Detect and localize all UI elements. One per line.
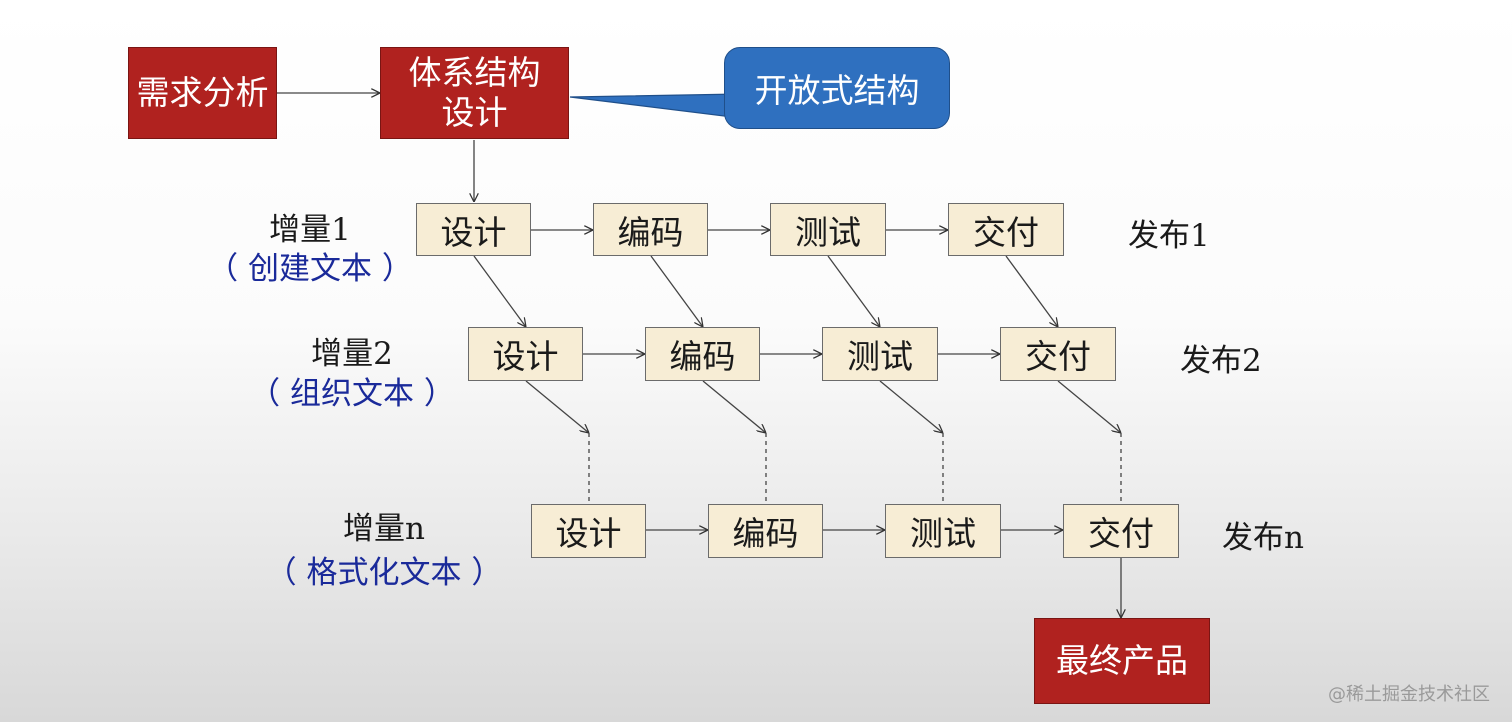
r1-code-box: 编码 (593, 203, 708, 256)
increment-1-label: 增量1 (269, 212, 351, 248)
arrow-r2-rn-code (702, 380, 766, 433)
arrow-r1-r2-test (827, 255, 880, 327)
increment-n-label: 增量n (343, 511, 425, 547)
increment-1-sublabel: （ 创建文本 ） (207, 251, 413, 287)
r1-code-label: 编码 (617, 212, 684, 252)
r2-test-box: 测试 (822, 327, 938, 381)
arrow-r1-r2-deliver (1005, 255, 1058, 327)
arrow-r1-r2-design (473, 255, 526, 327)
increment-n-sublabel: （ 格式化文本 ） (265, 555, 503, 591)
rn-design-label: 设计 (555, 514, 622, 553)
final-product-box: 最终产品 (1034, 618, 1210, 704)
r1-design-label: 设计 (440, 212, 507, 252)
increment-2-sublabel: （ 组织文本 ） (249, 376, 455, 412)
architecture-design-box: 体系结构 设计 (380, 47, 569, 139)
r1-deliver-label: 交付 (973, 212, 1039, 252)
r2-design-label: 设计 (492, 337, 559, 376)
rn-design-box: 设计 (531, 504, 646, 558)
requirements-analysis-label: 需求分析 (136, 73, 269, 112)
arrow-r1-r2-code (650, 255, 703, 327)
watermark: @稀土掘金技术社区 (1328, 684, 1490, 705)
r1-deliver-box: 交付 (948, 203, 1064, 256)
architecture-design-label-line2: 设计 (441, 93, 508, 132)
architecture-design-label-line1: 体系结构 (408, 53, 541, 92)
rn-code-box: 编码 (708, 504, 823, 558)
r2-test-label: 测试 (847, 337, 913, 376)
rn-test-box: 测试 (885, 504, 1001, 558)
release-n-label: 发布n (1222, 520, 1304, 556)
r1-test-label: 测试 (795, 212, 861, 252)
open-architecture-callout: 开放式结构 (724, 47, 950, 129)
release-2-label: 发布2 (1180, 343, 1262, 379)
arrow-r2-rn-test (879, 380, 943, 433)
rn-code-label: 编码 (732, 514, 799, 553)
requirements-analysis-box: 需求分析 (128, 47, 277, 139)
r2-design-box: 设计 (468, 327, 583, 381)
rn-deliver-box: 交付 (1063, 504, 1179, 558)
increment-2-label: 增量2 (311, 336, 393, 372)
r2-code-box: 编码 (645, 327, 760, 381)
r2-code-label: 编码 (669, 337, 736, 376)
callout-tail (569, 93, 741, 119)
final-product-label: 最终产品 (1056, 641, 1188, 680)
rn-test-label: 测试 (910, 514, 976, 553)
rn-deliver-label: 交付 (1088, 514, 1154, 553)
r2-deliver-label: 交付 (1025, 337, 1091, 376)
r1-design-box: 设计 (416, 203, 531, 256)
r2-deliver-box: 交付 (1000, 327, 1116, 381)
r1-test-box: 测试 (770, 203, 886, 256)
release-1-label: 发布1 (1128, 218, 1210, 254)
open-architecture-label: 开放式结构 (754, 71, 920, 110)
arrow-r2-rn-design (525, 380, 589, 433)
arrow-r2-rn-deliver (1057, 380, 1121, 433)
